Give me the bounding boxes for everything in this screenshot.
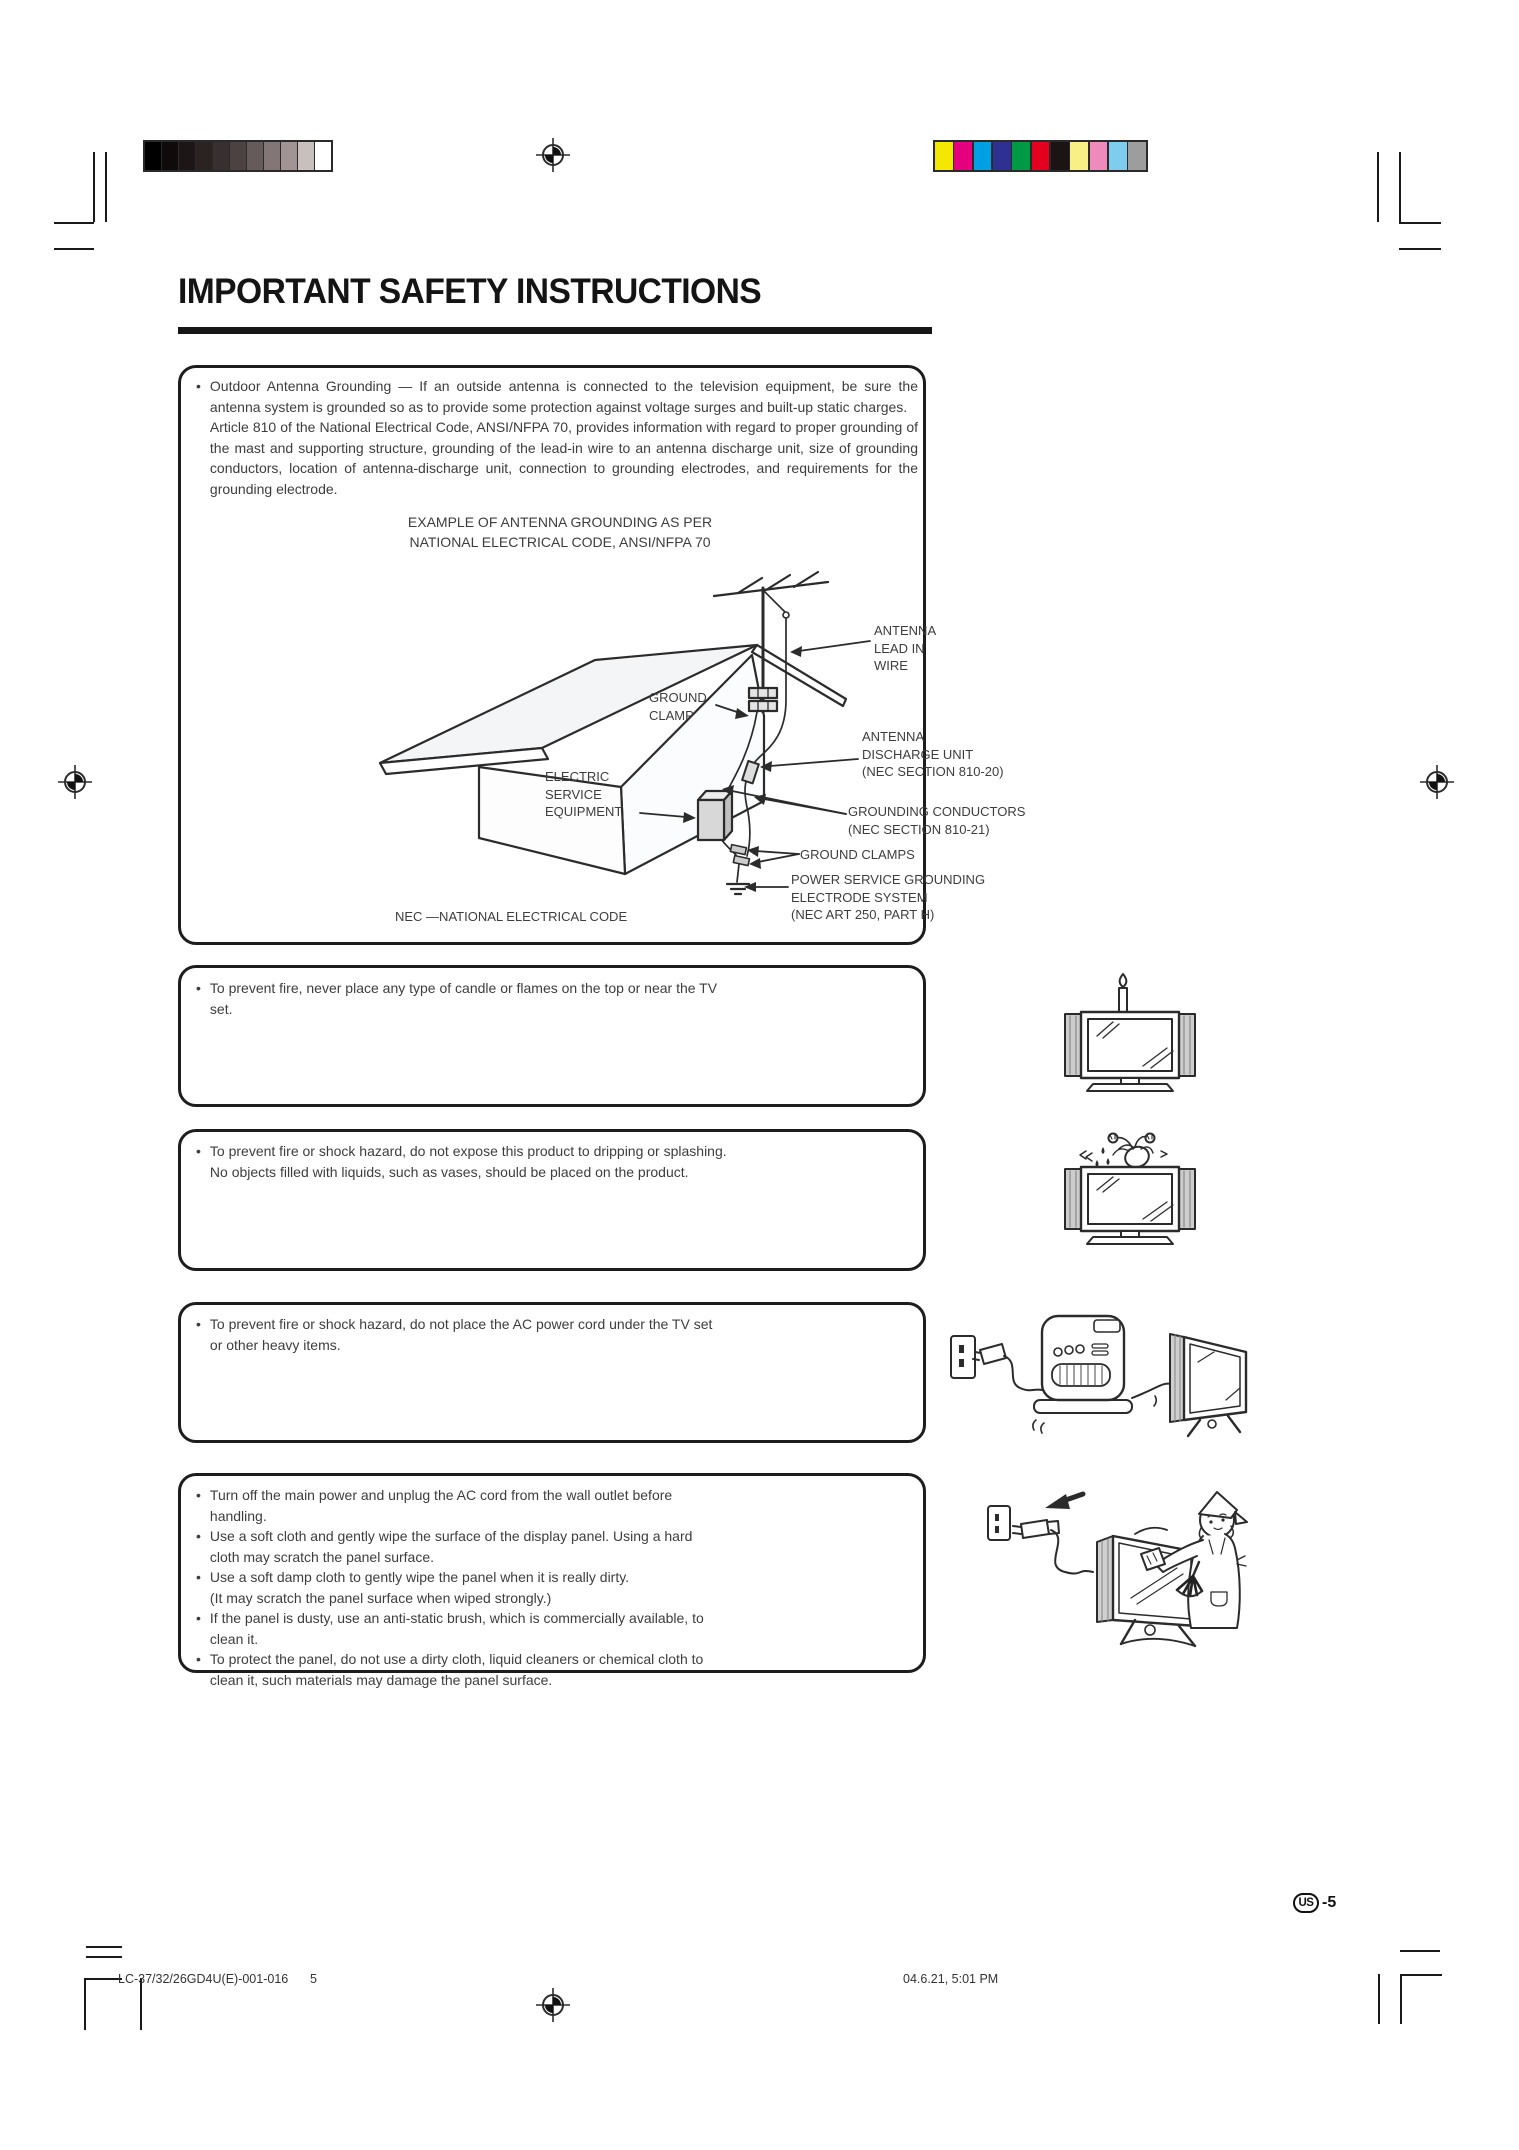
grayscale-swatch xyxy=(162,142,178,170)
crop-mark xyxy=(86,1956,122,1958)
power-cord-warning-text: To prevent fire or shock hazard, do not … xyxy=(196,1314,916,1355)
label-antenna-lead-in-wire: ANTENNA LEAD IN WIRE xyxy=(874,623,937,673)
label-electric-service-equipment: ELECTRIC SERVICE EQUIPMENT xyxy=(545,769,623,819)
grayscale-swatch xyxy=(213,142,229,170)
handling-bullet: Use a soft cloth and gently wipe the sur… xyxy=(196,1526,718,1567)
handling-bullet: If the panel is dusty, use an anti-stati… xyxy=(196,1608,718,1649)
heater-cord-tv-illustration xyxy=(950,1314,1248,1438)
grayscale-swatch xyxy=(247,142,263,170)
antenna-grounding-diagram xyxy=(378,570,871,896)
crop-mark xyxy=(84,1978,86,2030)
color-swatch xyxy=(992,142,1011,170)
antenna-grounding-text: Outdoor Antenna Grounding — If an outsid… xyxy=(196,376,918,499)
grayscale-calibration-bar xyxy=(143,140,333,172)
label-grounding-conductors: GROUNDING CONDUCTORS (NEC SECTION 810-21… xyxy=(848,804,1026,837)
grayscale-swatch xyxy=(264,142,280,170)
registration-mark-icon xyxy=(58,765,92,799)
region-badge: US xyxy=(1293,1893,1319,1913)
grayscale-swatch xyxy=(145,142,161,170)
crop-mark xyxy=(54,248,94,250)
color-swatch xyxy=(1070,142,1088,170)
color-swatch xyxy=(1128,142,1146,170)
candle-warning-text: To prevent fire, never place any type of… xyxy=(196,978,916,1019)
footer-sheet-number: 5 xyxy=(310,1972,317,1986)
crop-mark xyxy=(140,1978,142,2030)
crop-mark xyxy=(1378,1974,1380,2024)
footer-timestamp: 04.6.21, 5:01 PM xyxy=(903,1972,999,1986)
footer-document-code: LC-37/32/26GD4U(E)-001-016 xyxy=(118,1972,289,1986)
crop-mark xyxy=(1399,152,1401,222)
page-marker: US -5 xyxy=(1293,1893,1336,1913)
color-swatch xyxy=(935,142,953,170)
crop-mark xyxy=(1400,1974,1442,1976)
color-swatch xyxy=(1108,142,1127,170)
label-nec-note: NEC —NATIONAL ELECTRICAL CODE xyxy=(395,909,628,924)
grayscale-swatch xyxy=(230,142,246,170)
diagram-caption: EXAMPLE OF ANTENNA GROUNDING AS PER NATI… xyxy=(407,514,713,550)
crop-mark xyxy=(86,1946,122,1948)
crop-mark xyxy=(1399,248,1441,250)
crop-mark xyxy=(105,152,107,222)
handling-bullet: Use a soft damp cloth to gently wipe the… xyxy=(196,1567,718,1608)
crop-mark xyxy=(1377,152,1379,222)
crop-mark xyxy=(84,1978,122,1980)
color-swatch xyxy=(1012,142,1031,170)
page-number: -5 xyxy=(1321,1894,1337,1911)
registration-mark-icon xyxy=(536,138,570,172)
label-power-service-grounding: POWER SERVICE GROUNDING ELECTRODE SYSTEM… xyxy=(791,872,986,922)
color-swatch xyxy=(1050,142,1069,170)
label-ground-clamp: GROUND CLAMP xyxy=(649,690,707,723)
grayscale-swatch xyxy=(179,142,195,170)
grayscale-swatch xyxy=(298,142,314,170)
handling-bullet: To protect the panel, do not use a dirty… xyxy=(196,1649,718,1690)
color-swatch xyxy=(1031,142,1050,170)
registration-mark-icon xyxy=(536,1988,570,2022)
registration-mark-icon xyxy=(1420,765,1454,799)
color-calibration-bar xyxy=(933,140,1148,172)
crop-mark xyxy=(54,222,94,224)
color-swatch xyxy=(1089,142,1108,170)
color-swatch xyxy=(973,142,992,170)
grayscale-swatch xyxy=(315,142,332,170)
liquids-warning-text: To prevent fire or shock hazard, do not … xyxy=(196,1141,916,1182)
crop-mark xyxy=(1399,222,1441,224)
tv-candle-illustration xyxy=(1064,973,1196,1092)
crop-mark xyxy=(1400,1974,1402,2024)
label-antenna-discharge-unit: ANTENNA DISCHARGE UNIT (NEC SECTION 810-… xyxy=(862,729,1004,779)
color-swatch xyxy=(954,142,973,170)
grayscale-swatch xyxy=(196,142,212,170)
page-title: IMPORTANT SAFETY INSTRUCTIONS xyxy=(178,272,762,311)
label-ground-clamps: GROUND CLAMPS xyxy=(800,847,915,862)
crop-mark xyxy=(93,152,95,222)
crop-mark xyxy=(1400,1950,1440,1952)
title-rule xyxy=(178,327,932,334)
handling-bullet: Turn off the main power and unplug the A… xyxy=(196,1485,718,1526)
tv-vase-illustration xyxy=(1064,1132,1196,1245)
handling-bullet-list: Turn off the main power and unplug the A… xyxy=(196,1485,718,1690)
grayscale-swatch xyxy=(281,142,297,170)
cleaning-tv-illustration xyxy=(987,1491,1248,1648)
